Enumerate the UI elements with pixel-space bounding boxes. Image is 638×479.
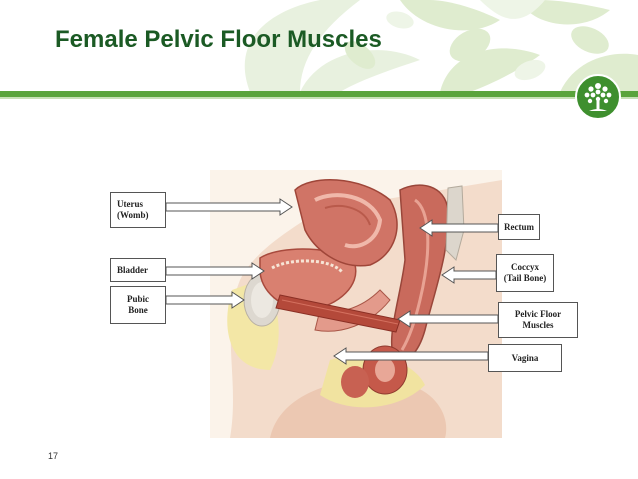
header-rule: [0, 91, 638, 97]
label-pubic-bone: Pubic Bone: [110, 286, 166, 324]
label-bladder: Bladder: [110, 258, 166, 282]
label-pelvic-floor-muscles: Pelvic Floor Muscles: [498, 302, 578, 338]
label-uterus: Uterus (Womb): [110, 192, 166, 228]
tree-icon: [575, 74, 621, 120]
slide-number: 17: [48, 451, 59, 461]
label-vagina: Vagina: [488, 344, 562, 372]
label-coccyx: Coccyx (Tail Bone): [496, 254, 554, 292]
slide-title: Female Pelvic Floor Muscles: [55, 26, 382, 53]
label-rectum: Rectum: [498, 214, 540, 240]
header-leaf-decoration: [0, 0, 638, 92]
pelvis-anatomy-illustration: [210, 170, 502, 438]
header-rule-light: [0, 97, 638, 99]
